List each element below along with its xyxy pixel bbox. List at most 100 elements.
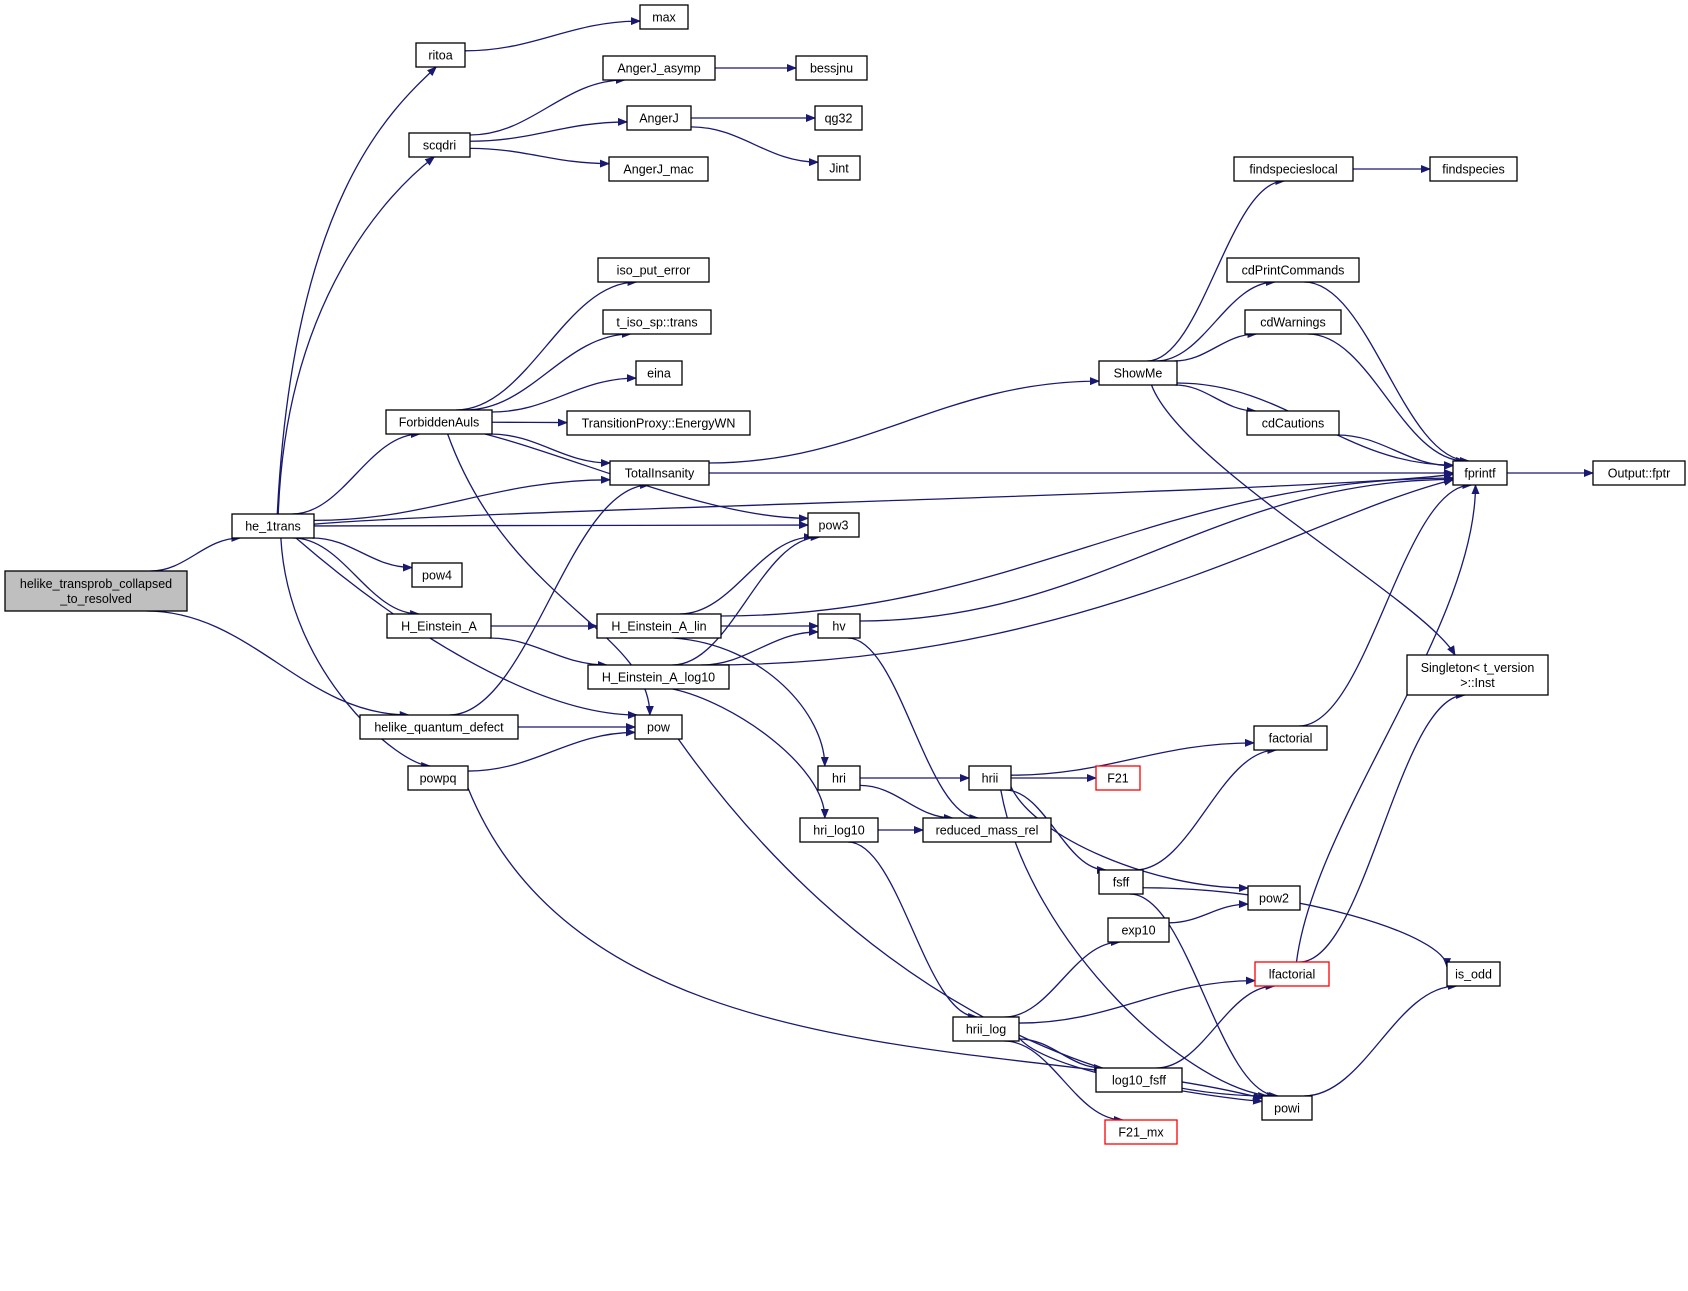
edge-angerj-to-jint (690, 126, 819, 167)
node-pow3[interactable]: pow3 (807, 512, 860, 538)
edge-h_einstein_a_log10-to-hri_log10 (672, 688, 829, 819)
node-he1trans[interactable]: he_1trans (231, 513, 315, 539)
node-forbiddenauls[interactable]: ForbiddenAuls (385, 409, 493, 435)
edge-hrii-to-fsff (1005, 789, 1107, 874)
node-bessjnu[interactable]: bessjnu (795, 55, 868, 81)
node-label: pow2 (1259, 892, 1289, 906)
edge-lfactorial-to-singleton (1299, 691, 1467, 963)
node-output-fptr[interactable]: Output::fptr (1592, 460, 1686, 486)
node-fsff[interactable]: fsff (1098, 869, 1144, 895)
edge-h_einstein_a-to-h_einstein_a_log10 (488, 637, 608, 669)
node-f21[interactable]: F21 (1095, 765, 1141, 791)
node-pow4[interactable]: pow4 (411, 562, 463, 588)
node-cdcautions[interactable]: cdCautions (1246, 410, 1340, 436)
node-reduced-mass-rel[interactable]: reduced_mass_rel (922, 817, 1052, 843)
node-helike-qd[interactable]: helike_quantum_defect (359, 714, 519, 740)
node-hri[interactable]: hri (817, 765, 861, 791)
node-label: hrii_log (966, 1023, 1006, 1037)
edge-h_einstein_a_lin-to-hri (673, 637, 829, 767)
node-ritoa[interactable]: ritoa (415, 42, 466, 68)
node-factorial[interactable]: factorial (1253, 725, 1328, 751)
node-label: is_odd (1455, 968, 1492, 982)
node-is-odd[interactable]: is_odd (1446, 961, 1501, 987)
node-h-einstein-a[interactable]: H_Einstein_A (386, 613, 492, 639)
node-findspecies[interactable]: findspecies (1429, 156, 1518, 182)
node-h-einstein-a-lin[interactable]: H_Einstein_A_lin (596, 613, 722, 639)
node-label: max (652, 11, 676, 25)
node-helike[interactable]: helike_transprob_collapsed_to_resolved (4, 570, 188, 612)
node-label: exp10 (1121, 924, 1155, 938)
node-label: qg32 (825, 112, 853, 126)
node-hrii-log[interactable]: hrii_log (952, 1016, 1020, 1042)
edge-forbiddenauls-to-t_iso_sp_trans (465, 330, 632, 411)
node-totalinsanity[interactable]: TotalInsanity (609, 460, 710, 486)
edge-powi-to-is_odd (1303, 982, 1458, 1097)
edge-hri-to-reduced_mass_rel (859, 784, 954, 822)
edge-h_einstein_a_log10-to-hv (700, 627, 819, 666)
edge-fsff-to-factorial (1135, 746, 1278, 871)
node-label: factorial (1269, 732, 1313, 746)
edge-forbiddenauls-to-totalinsanity (489, 433, 611, 467)
node-cdwarnings[interactable]: cdWarnings (1244, 309, 1342, 335)
edge-he1trans-to-h_einstein_a (292, 537, 421, 618)
node-hri-log10[interactable]: hri_log10 (799, 817, 879, 843)
edge-he1trans-to-pow (295, 537, 638, 719)
node-exp10[interactable]: exp10 (1107, 917, 1170, 943)
edge-cdprintcommands-to-fprintf (1304, 281, 1470, 465)
node-pow2[interactable]: pow2 (1247, 885, 1301, 911)
node-showme[interactable]: ShowMe (1098, 360, 1178, 386)
node-powpq[interactable]: powpq (407, 765, 469, 791)
node-hv[interactable]: hv (817, 613, 861, 639)
node-angerj-asymp[interactable]: AngerJ_asymp (602, 55, 716, 81)
edge-he1trans-to-fprintf (313, 471, 1454, 525)
edge-scqdri-to-angerj_asymp (469, 76, 626, 136)
edge-showme-to-singleton (1150, 384, 1456, 656)
node-eina[interactable]: eina (635, 360, 683, 386)
node-jint[interactable]: Jint (817, 155, 861, 181)
node-pow[interactable]: pow (634, 714, 683, 740)
edge-scqdri-to-angerj_mac (469, 147, 610, 168)
node-qg32[interactable]: qg32 (814, 105, 863, 131)
node-iso-put-error[interactable]: iso_put_error (597, 257, 710, 283)
edge-hv-to-reduced_mass_rel (847, 637, 980, 822)
node-max[interactable]: max (639, 4, 689, 30)
edge-scqdri-to-angerj (469, 117, 628, 142)
node-findspecieslocal[interactable]: findspecieslocal (1233, 156, 1354, 182)
node-scqdri[interactable]: scqdri (408, 132, 471, 158)
node-f21-mx[interactable]: F21_mx (1104, 1119, 1178, 1145)
node-label: powi (1274, 1102, 1300, 1116)
node-label: AngerJ (639, 112, 679, 126)
edge-hri_log10-to-hrii_log (847, 841, 979, 1021)
edge-powpq-to-pow (467, 728, 636, 772)
node-singleton[interactable]: Singleton< t_version>::Inst (1406, 654, 1549, 696)
node-label: ShowMe (1114, 367, 1163, 381)
edge-helike_qd-to-totalinsanity (449, 481, 651, 716)
edge-hrii_log-to-lfactorial (1018, 976, 1256, 1024)
edge-hrii-to-factorial (1010, 738, 1255, 776)
node-label: helike_quantum_defect (374, 721, 504, 735)
node-fprintf[interactable]: fprintf (1452, 460, 1508, 486)
node-label: log10_fsff (1112, 1074, 1167, 1088)
node-lfactorial[interactable]: lfactorial (1254, 961, 1330, 987)
nodes-layer: helike_transprob_collapsed_to_resolvedhe… (4, 4, 1686, 1145)
node-label: iso_put_error (617, 264, 691, 278)
edge-hrii-to-pow2 (1010, 786, 1249, 892)
node-angerj[interactable]: AngerJ (626, 105, 692, 131)
node-angerj-mac[interactable]: AngerJ_mac (608, 156, 709, 182)
node-powi[interactable]: powi (1261, 1095, 1313, 1121)
node-log10-fsff[interactable]: log10_fsff (1095, 1067, 1183, 1093)
edge-hrii_log-to-f21_mx (1004, 1040, 1124, 1124)
node-t-iso-sp-trans[interactable]: t_iso_sp::trans (602, 309, 712, 335)
edge-h_einstein_a_lin-to-fprintf (720, 474, 1454, 617)
node-label: Jint (829, 162, 849, 176)
node-transitionproxy[interactable]: TransitionProxy::EnergyWN (566, 410, 751, 436)
node-label: bessjnu (810, 62, 853, 76)
node-label: pow3 (819, 519, 849, 533)
node-label: findspecieslocal (1249, 163, 1337, 177)
node-h-einstein-a-log10[interactable]: H_Einstein_A_log10 (587, 664, 730, 690)
edge-he1trans-to-pow3 (313, 521, 809, 530)
edge-forbiddenauls-to-eina (491, 374, 637, 413)
node-hrii[interactable]: hrii (968, 765, 1012, 791)
node-cdprintcommands[interactable]: cdPrintCommands (1226, 257, 1360, 283)
